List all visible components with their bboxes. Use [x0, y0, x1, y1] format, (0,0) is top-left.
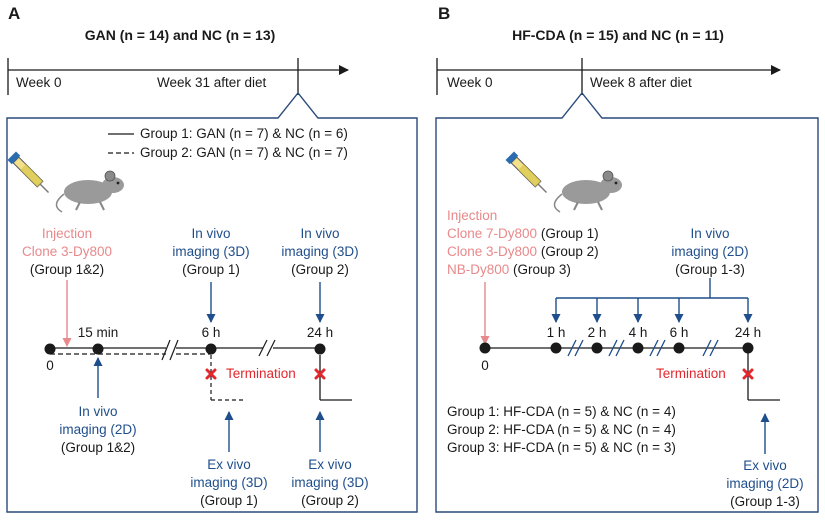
- panel-b-week-timeline: [436, 58, 781, 95]
- termination-mark-icon: [742, 368, 754, 380]
- panel-b-nb-group: (Group 3): [513, 262, 571, 277]
- panel-b-week-end: Week 8 after diet: [590, 75, 692, 90]
- panel-a-invivo3d-2-group: (Group 2): [291, 262, 349, 277]
- panel-b-invivo2d-l1: In vivo: [690, 226, 730, 241]
- panel-a-invivo3d-2-l1: In vivo: [300, 226, 340, 241]
- legend-group2: Group 2: GAN (n = 7) & NC (n = 7): [140, 145, 348, 160]
- panel-b-week-start: Week 0: [447, 75, 493, 90]
- panel-a-termination: Termination: [226, 366, 296, 381]
- tick-6h-b: 6 h: [669, 325, 689, 340]
- panel-a-timeline: [44, 339, 352, 401]
- panel-a-exvivo2-group: (Group 2): [301, 493, 359, 508]
- panel-b-exvivo-l1: Ex vivo: [743, 458, 787, 473]
- panel-b-nb-row: NB-Dy800 (Group 3): [447, 262, 571, 278]
- tick-24h-b: 24 h: [734, 325, 762, 340]
- panel-a-invivo3d-1-group: (Group 1): [182, 262, 240, 277]
- panel-b-group3: Group 3: HF-CDA (n = 5) & NC (n = 3): [447, 440, 676, 455]
- panel-b-break-marks: [567, 339, 719, 357]
- panel-b-imaging-bracket: [556, 278, 748, 299]
- panel-a-invivo2d-group: (Group 1&2): [60, 440, 136, 455]
- panel-b-nb: NB-Dy800: [447, 262, 510, 277]
- panel-a-callout-box: [6, 91, 418, 513]
- panel-b-callout-box: [435, 91, 819, 513]
- tick-6h: 6 h: [201, 325, 221, 340]
- termination-mark-icon: [205, 368, 326, 380]
- panel-a-exvivo1-l2: imaging (3D): [190, 475, 268, 490]
- panel-b-invivo2d-group: (Group 1-3): [675, 262, 745, 277]
- panel-b-group1: Group 1: HF-CDA (n = 5) & NC (n = 4): [447, 404, 676, 419]
- panel-a-week-end: Week 31 after diet: [157, 75, 267, 90]
- panel-a-invivo3d-2-l2: imaging (3D): [281, 244, 359, 259]
- panel-a-week-start: Week 0: [16, 75, 62, 90]
- panel-b-exvivo-group: (Group 1-3): [730, 494, 800, 509]
- panel-a-exvivo2-l2: imaging (3D): [291, 475, 369, 490]
- tick-4h: 4 h: [628, 325, 648, 340]
- panel-b-clone3: Clone 3-Dy800: [447, 244, 538, 259]
- panel-a-invivo2d-l1: In vivo: [78, 404, 118, 419]
- panel-b-exvivo-l2: imaging (2D): [726, 476, 804, 491]
- tick-24h: 24 h: [306, 325, 334, 340]
- panel-b-clone7: Clone 7-Dy800: [447, 226, 538, 241]
- panel-b-timeline: [479, 342, 780, 401]
- mouse-icon: [553, 170, 622, 213]
- panel-a-exvivo1-l1: Ex vivo: [207, 457, 251, 472]
- panel-a-exvivo2-l1: Ex vivo: [308, 457, 352, 472]
- panel-b-letter: B: [438, 4, 451, 23]
- panel-a-week-timeline: [7, 58, 349, 95]
- legend-group1: Group 1: GAN (n = 7) & NC (n = 6): [140, 126, 348, 141]
- panel-a-title: GAN (n = 14) and NC (n = 13): [84, 27, 276, 43]
- panel-b-invivo2d-l2: imaging (2D): [671, 244, 749, 259]
- panel-a-injection-group: (Group 1&2): [29, 262, 105, 277]
- panel-b-clone7-row: Clone 7-Dy800 (Group 1): [447, 226, 599, 242]
- panel-b-clone3-group: (Group 2): [540, 244, 599, 259]
- panel-a-injection: Injection: [41, 226, 93, 241]
- panel-a-invivo2d-l2: imaging (2D): [59, 422, 137, 437]
- panel-a-exvivo1-group: (Group 1): [200, 493, 258, 508]
- panel-b-clone3-row: Clone 3-Dy800 (Group 2): [447, 244, 599, 260]
- panel-a-invivo3d-1-l2: imaging (3D): [172, 244, 250, 259]
- panel-a-invivo3d-1-l1: In vivo: [191, 226, 231, 241]
- panel-b-termination: Termination: [656, 366, 726, 381]
- tick-2h: 2 h: [587, 325, 607, 340]
- panel-b-group2: Group 2: HF-CDA (n = 5) & NC (n = 4): [447, 422, 676, 437]
- tick-1h: 1 h: [546, 325, 566, 340]
- panel-b-title: HF-CDA (n = 15) and NC (n = 11): [512, 27, 724, 43]
- panel-a-clone: Clone 3-Dy800: [21, 244, 113, 259]
- panel-b-injection: Injection: [447, 208, 498, 223]
- tick-15min: 15 min: [77, 325, 119, 340]
- tick-0: 0: [46, 358, 54, 373]
- syringe-icon: [7, 151, 50, 194]
- panel-b-clone7-group: (Group 1): [540, 226, 599, 241]
- panel-a-letter: A: [8, 4, 21, 23]
- tick-0-b: 0: [481, 358, 489, 373]
- syringe-icon: [505, 151, 548, 194]
- mouse-icon: [55, 170, 124, 213]
